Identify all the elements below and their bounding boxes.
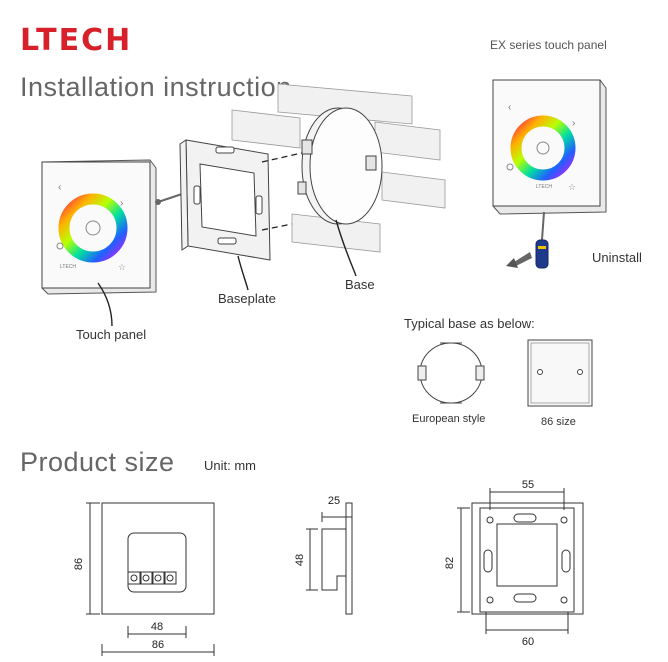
baseplate <box>179 139 271 261</box>
right-arrow-icon: › <box>120 198 123 209</box>
front-inner-width-label: 48 <box>151 621 163 633</box>
power-icon <box>85 220 101 236</box>
color-ring <box>510 115 576 181</box>
front-width-label: 86 <box>152 639 164 651</box>
product-size-title: Product size <box>20 447 175 477</box>
star-icon: ☆ <box>568 182 576 192</box>
side-view <box>306 502 353 615</box>
back-view <box>457 488 584 634</box>
color-ring <box>58 193 128 263</box>
back-hole-width-label: 55 <box>522 479 534 491</box>
right-arrow-icon: › <box>572 118 575 129</box>
power-icon <box>536 141 550 155</box>
base <box>297 107 383 225</box>
european-base <box>417 342 485 404</box>
installation-title: Installation instruction <box>20 72 292 102</box>
back-width-label: 60 <box>522 636 534 648</box>
panel-logo: LTECH <box>536 184 552 190</box>
wall <box>231 83 446 253</box>
brand-logo: LTECH <box>20 23 133 58</box>
side-height-label: 48 <box>294 554 306 566</box>
base-label: Base <box>345 277 375 292</box>
mode-icon <box>506 163 514 171</box>
side-depth-label: 25 <box>328 495 340 507</box>
panel-logo: LTECH <box>60 264 76 270</box>
unit-label: Unit: mm <box>204 458 256 473</box>
typical-base-label: Typical base as below: <box>404 316 535 331</box>
uninstall-label: Uninstall <box>592 250 642 265</box>
leader-lines <box>97 219 357 327</box>
86-size-base <box>527 339 593 407</box>
model-name: EX series touch panel <box>490 38 607 52</box>
front-view <box>86 502 215 656</box>
left-arrow-icon: ‹ <box>58 182 61 193</box>
star-icon: ☆ <box>118 262 126 272</box>
front-height-label: 86 <box>73 558 85 570</box>
screwdriver-icon <box>506 211 549 269</box>
touch-panel-label: Touch panel <box>76 327 147 342</box>
baseplate-label: Baseplate <box>218 291 276 306</box>
mode-icon <box>56 242 64 250</box>
back-height-label: 82 <box>444 557 456 569</box>
touch-panel-right: ‹ › ☆ LTECH <box>492 79 607 215</box>
european-style-label: European style <box>412 413 486 425</box>
left-arrow-icon: ‹ <box>508 102 511 113</box>
86-size-label: 86 size <box>541 416 576 428</box>
terminal-block <box>127 571 177 585</box>
touch-panel-left: ‹ › ☆ LTECH <box>41 159 157 295</box>
